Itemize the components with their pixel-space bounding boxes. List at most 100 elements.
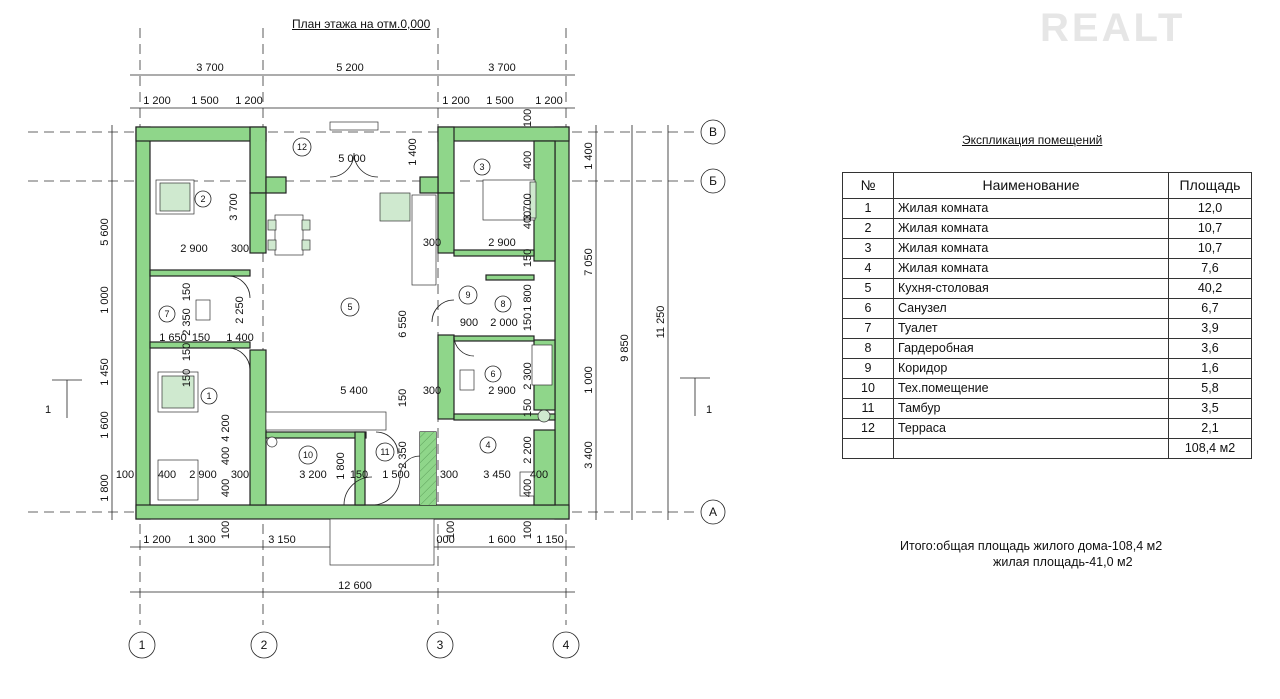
cell-area: 10,7 (1168, 238, 1252, 259)
cell-name: Жилая комната (893, 218, 1169, 239)
table-kitchen (274, 214, 304, 256)
svg-text:2 000: 2 000 (490, 317, 518, 329)
svg-text:150: 150 (350, 469, 368, 481)
wc-room-7 (195, 299, 211, 321)
svg-text:400: 400 (522, 151, 534, 169)
header-area: Площадь (1168, 172, 1252, 199)
svg-text:400: 400 (220, 479, 232, 497)
room-number-10: 10 (303, 450, 313, 460)
terrace-bench (329, 121, 379, 131)
dim-top-in-6: 1 200 (535, 95, 563, 107)
svg-text:3 700: 3 700 (522, 193, 534, 221)
svg-text:400: 400 (220, 447, 232, 465)
room-bubble-10 (298, 445, 318, 465)
total-area-line: Итого:общая площадь жилого дома-108,4 м2 (900, 539, 1163, 553)
svg-text:3 700: 3 700 (228, 193, 240, 221)
cell-no: 3 (842, 238, 894, 259)
cell-no: 12 (842, 418, 894, 439)
dim-left-2: 1 000 (99, 286, 111, 314)
axis-label-a: А (709, 505, 717, 519)
top-dimensions: 3 700 5 200 3 700 1 200 1 500 1 200 1 20… (130, 62, 575, 109)
section-marks: 1 1 (45, 377, 712, 418)
left-dimensions: 5 600 1 000 1 450 1 600 1 800 (99, 125, 113, 520)
cell-no: 1 (842, 198, 894, 219)
dim-bot-3: 3 150 (268, 534, 296, 546)
cell-name: Тех.помещение (893, 378, 1169, 399)
dim-left-5: 1 800 (99, 474, 111, 502)
room-number-1: 1 (206, 391, 211, 401)
svg-text:6 550: 6 550 (397, 310, 409, 338)
desk-room-1 (157, 459, 199, 501)
cell-area: 6,7 (1168, 298, 1252, 319)
cell-area: 10,7 (1168, 218, 1252, 239)
axis-label-3: 3 (437, 638, 444, 652)
kitchen-counter (265, 411, 387, 431)
floor-plan-drawing: В Б А 1 2 3 4 1 1 3 700 5 200 3 700 1 20… (28, 28, 726, 659)
room-bubble-11 (375, 442, 395, 462)
cell-name: Санузел (893, 298, 1169, 319)
axis-bubble-1 (128, 631, 156, 659)
cell-area: 3,9 (1168, 318, 1252, 339)
cell-area: 3,6 (1168, 338, 1252, 359)
axis-label-4: 4 (563, 638, 570, 652)
axis-bubble-2 (250, 631, 278, 659)
svg-text:400: 400 (158, 469, 176, 481)
room-bubble-6 (484, 365, 502, 383)
cell-area: 7,6 (1168, 258, 1252, 279)
svg-text:1 800: 1 800 (335, 452, 347, 480)
svg-text:1 650: 1 650 (159, 332, 187, 344)
explication-title: Экспликация помещений (962, 133, 1103, 147)
room-number-4: 4 (485, 440, 490, 450)
dim-bot-8: 1 600 (488, 534, 516, 546)
dim-bot-total: 12 600 (338, 580, 372, 592)
cell-no: 2 (842, 218, 894, 239)
dim-left-1: 5 600 (99, 218, 111, 246)
room-number-9: 9 (465, 290, 470, 300)
dim-left-4: 1 600 (99, 411, 111, 439)
cell-name: Гардеробная (893, 338, 1169, 359)
entrance-step (329, 518, 435, 566)
room-number-6: 6 (490, 369, 495, 379)
dim-right-4: 3 400 (583, 441, 595, 469)
room-bubble-7 (158, 305, 176, 323)
svg-text:150: 150 (192, 332, 210, 344)
svg-text:150: 150 (522, 313, 534, 331)
section-mark-left: 1 (45, 404, 51, 416)
dim-bot-1: 1 200 (143, 534, 171, 546)
svg-text:2 900: 2 900 (180, 243, 208, 255)
svg-text:400: 400 (522, 211, 534, 229)
svg-text:150: 150 (181, 343, 193, 361)
svg-text:100: 100 (522, 521, 534, 539)
header-no: № (842, 172, 894, 199)
right-dimensions: 1 400 7 050 1 000 3 400 9 850 11 250 (583, 125, 669, 520)
realt-watermark: REALT (1040, 6, 1186, 50)
furniture (155, 121, 553, 566)
axis-label-b: Б (709, 174, 717, 188)
table-total-row: 108,4 м2 (842, 438, 1252, 459)
cell-no: 7 (842, 318, 894, 339)
axis-bubble-v (700, 119, 726, 145)
internal-dimensions: 5 000 1 400 3 700 2 900 300 3 700 400 30… (116, 109, 548, 539)
cell-area: 40,2 (1168, 278, 1252, 299)
svg-text:2 350: 2 350 (397, 441, 409, 469)
cell-empty (893, 438, 1169, 459)
room-markers: 1 2 3 4 5 6 7 8 9 10 11 12 (158, 137, 512, 465)
room-bubble-1 (200, 387, 218, 405)
dim-right-6: 11 250 (655, 306, 667, 339)
svg-text:100: 100 (445, 521, 457, 539)
room-number-3: 3 (479, 162, 484, 172)
dim-right-3: 1 000 (583, 366, 595, 394)
svg-text:100: 100 (220, 521, 232, 539)
room-bubble-8 (494, 295, 512, 313)
dim-left-3: 1 450 (99, 358, 111, 386)
svg-text:400: 400 (530, 469, 548, 481)
dim-top-in-3: 1 200 (235, 95, 263, 107)
